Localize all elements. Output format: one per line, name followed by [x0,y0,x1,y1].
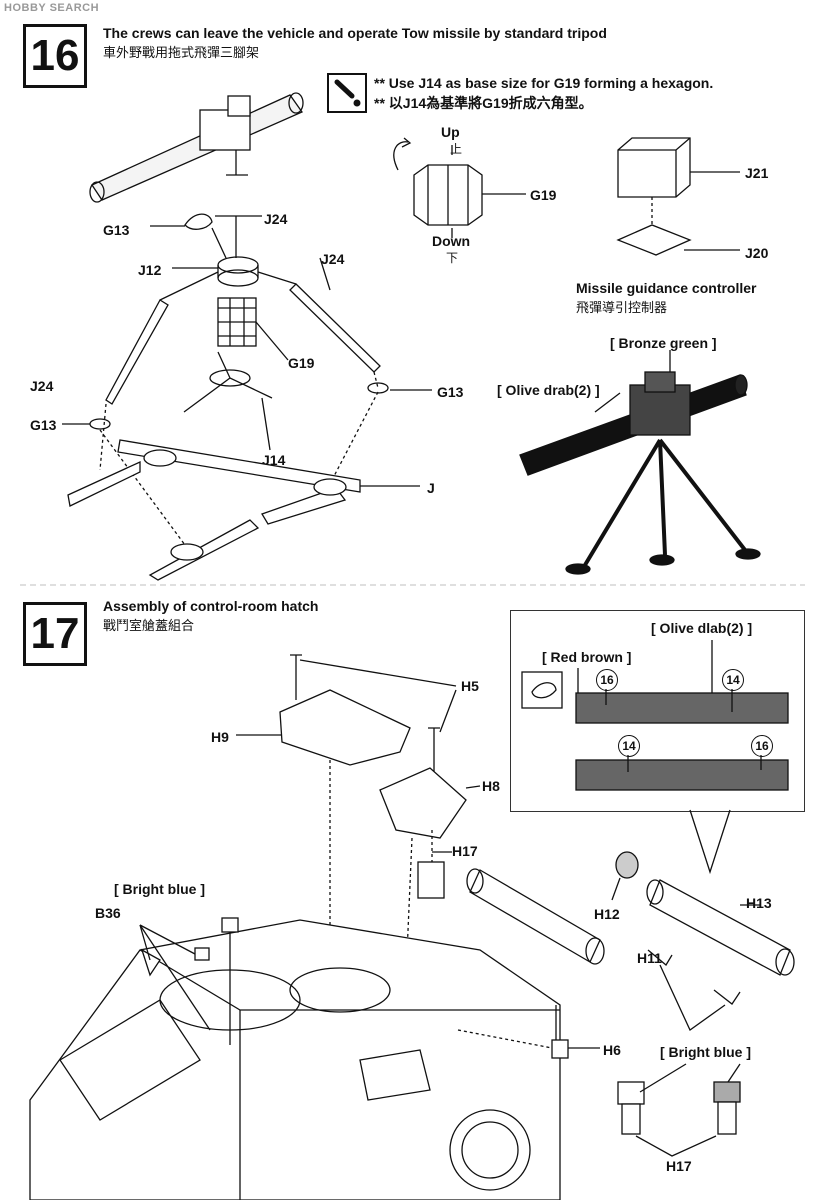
part-g19-b: G19 [530,187,557,203]
decal-16-b: 16 [751,735,773,757]
note-hexagon: ** Use J14 as base size for G19 forming … [374,75,714,91]
guidance-controller-label-cn: 飛彈導引控制器 [576,300,668,315]
part-h13: H13 [746,895,772,911]
decal-14-b: 14 [618,735,640,757]
step-16-number: 16 [23,24,87,88]
part-h11: H11 [637,950,662,966]
part-h5: H5 [461,678,479,694]
part-g19-a: G19 [288,355,315,371]
guidance-controller-label: Missile guidance controller [576,280,757,296]
step-17-number: 17 [23,602,87,666]
decal-14-a: 14 [722,669,744,691]
part-h17-a: H17 [452,843,478,859]
color-red-brown: [ Red brown ] [542,649,632,665]
part-h9: H9 [211,729,229,745]
color-bright-blue-a: [ Bright blue ] [114,881,205,897]
step-16-title-cn: 車外野戰用拖式飛彈三腳架 [103,45,260,60]
tow-launcher-drawing [89,92,304,203]
part-h17-b: H17 [666,1158,692,1174]
part-j12: J12 [138,262,162,278]
color-bronze-green: [ Bronze green ] [610,335,717,351]
color-bright-blue-b: [ Bright blue ] [660,1044,751,1060]
step-17-title-cn: 戰鬥室艙蓋組合 [103,618,195,633]
part-j21: J21 [745,165,769,181]
label-up-cn: 上 [450,142,463,156]
part-h8: H8 [482,778,500,794]
caution-icon [327,73,367,113]
part-g13-b: G13 [437,384,464,400]
label-down-cn: 下 [446,251,459,265]
part-h12: H12 [594,906,620,922]
part-b36: B36 [95,905,121,921]
part-j24-a: J24 [264,211,288,227]
part-j20: J20 [745,245,769,261]
decal-16-a: 16 [596,669,618,691]
label-down: Down [432,233,471,249]
watermark: HOBBY SEARCH [4,2,100,14]
step-17-title: Assembly of control-room hatch [103,598,319,614]
part-g13-c: G13 [30,417,57,433]
color-olive-dlab: [ Olive dlab(2) ] [651,620,753,636]
label-up: Up [441,124,460,140]
part-g13-a: G13 [103,222,130,238]
part-h6: H6 [603,1042,621,1058]
color-olive-drab: [ Olive drab(2) ] [497,382,600,398]
part-j: J [427,480,435,496]
part-j24-c: J24 [30,378,54,394]
step-16-title: The crews can leave the vehicle and oper… [103,25,607,41]
note-hexagon-cn: ** 以J14為基準將G19折成六角型。 [374,95,593,111]
part-j24-b: J24 [321,251,345,267]
